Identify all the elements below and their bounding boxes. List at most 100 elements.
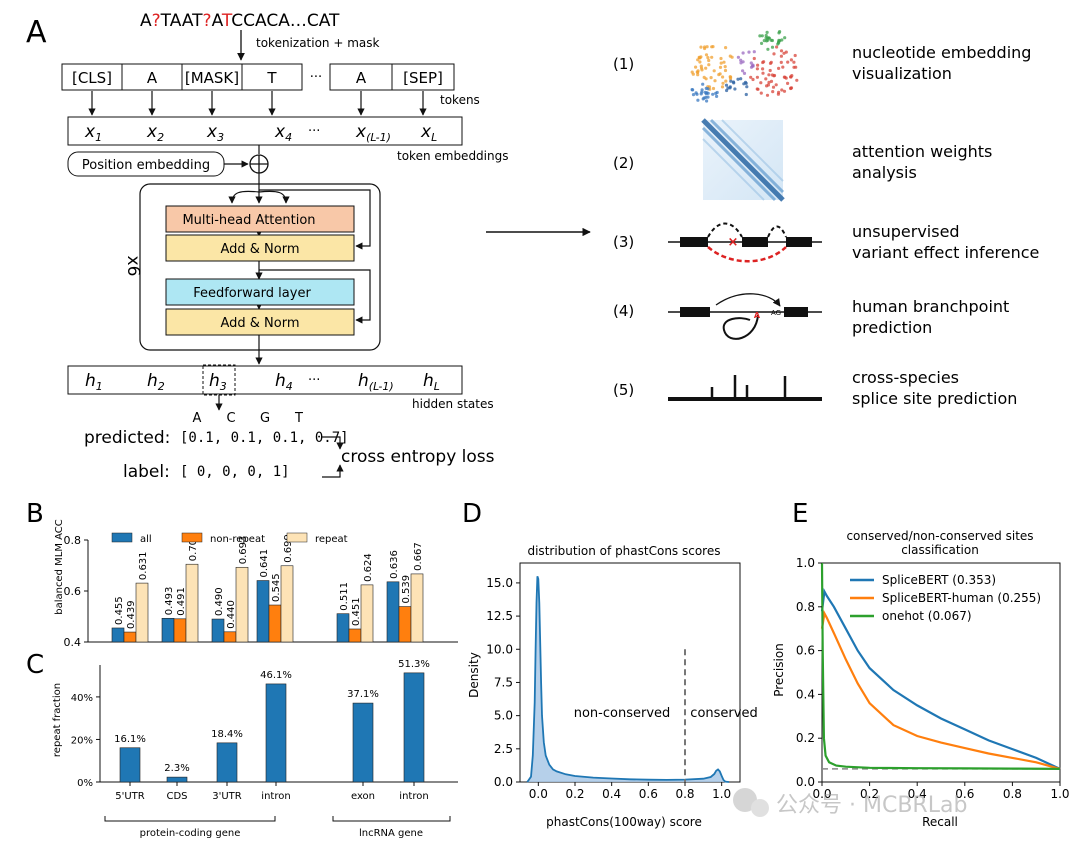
app-title: prediction [852, 318, 932, 337]
multi-head-attention-box [165, 205, 355, 233]
label-values: [ 0, 0, 0, 1] [180, 464, 290, 480]
attention-connections [228, 184, 371, 365]
embedding-point [728, 54, 732, 58]
d-density-area [527, 576, 729, 782]
chart-e: 0.00.00.20.20.40.40.60.60.80.81.01.0Spli… [796, 556, 1070, 801]
b-bar [336, 613, 350, 643]
chart-c: 0%20%40%16.1%5'UTR2.3%CDS18.4%3'UTR46.1%… [71, 659, 458, 802]
token-arrows [88, 91, 427, 116]
embedding-point [755, 75, 760, 79]
embedding-point [714, 91, 718, 95]
embedding-point [706, 95, 710, 99]
repeat-count: x6 [123, 256, 143, 277]
embedding-point [704, 66, 708, 70]
embedding-point [795, 78, 799, 82]
d-annotation: conserved [690, 706, 757, 721]
app-title: cross-species [852, 368, 959, 387]
b-bar [410, 573, 424, 643]
e-xtick-label: 0.4 [908, 787, 927, 801]
b-value-label: 0.636 [389, 550, 400, 579]
embedding-point [786, 60, 790, 64]
d-ytick-label: 15.0 [486, 576, 513, 590]
d-annotation: non-conserved [574, 706, 671, 721]
embedding-point [756, 87, 760, 91]
c-ytick-label: 0% [77, 778, 93, 789]
app-title: unsupervised [852, 222, 960, 241]
b-ytick-label: 0.6 [64, 585, 82, 598]
b-bar [123, 631, 137, 643]
token-row: [CLS] A [MASK] T ··· A [SEP] [61, 63, 455, 91]
embedding-point [715, 94, 719, 98]
embedding-text: ··· [308, 124, 320, 139]
e-ytick-label: 0.0 [796, 775, 815, 789]
embedding-point [782, 51, 786, 55]
embedding-point [764, 77, 768, 81]
b-value-label: 0.439 [126, 600, 137, 629]
c-xtick-label: CDS [166, 791, 187, 802]
b-bar [173, 618, 187, 643]
embedding-point [789, 75, 793, 79]
e-ytick-label: 0.8 [796, 600, 815, 614]
embedding-point [707, 58, 711, 63]
embedding-point [777, 40, 781, 44]
embedding-point [721, 75, 725, 79]
embedding-point [768, 68, 772, 73]
predicted-label: predicted: [84, 428, 170, 448]
embedding-point [744, 92, 748, 97]
token-text: ··· [310, 70, 322, 85]
attention-heatmap-icon [701, 118, 785, 202]
embedding-point [758, 34, 762, 38]
embedding-point [769, 60, 773, 64]
embedding-point [770, 73, 775, 77]
app-title: nucleotide embedding [852, 43, 1031, 62]
hidden-text: h3 [209, 371, 227, 393]
c-xtick-label: intron [261, 791, 290, 802]
embedding-point [783, 36, 787, 40]
add-norm-box [165, 308, 355, 336]
add-norm-label: Add & Norm [220, 242, 299, 257]
token-box [241, 63, 303, 91]
embedding-point [752, 50, 756, 54]
embeddings-box [67, 116, 463, 146]
b-value-label: 0.490 [214, 587, 225, 616]
embedding-point [696, 98, 700, 102]
tokens-label: tokens [440, 93, 480, 107]
embedding-point [741, 51, 745, 55]
embedding-text: xL [420, 122, 437, 144]
b-value-label: 0.631 [138, 551, 149, 580]
embedding-point [781, 65, 785, 69]
embedding-point [705, 99, 709, 103]
embedding-point [704, 77, 708, 81]
embedding-point [702, 96, 706, 100]
b-legend-swatch [286, 532, 308, 543]
c-xtick-label: intron [399, 791, 428, 802]
token-text: A [356, 69, 367, 87]
embedding-point [756, 63, 760, 67]
app-title: attention weights [852, 142, 992, 161]
embedding-point [690, 70, 694, 74]
embedding-point [751, 64, 755, 68]
b-value-label: 0.641 [259, 549, 270, 578]
b-legend-label: repeat [315, 534, 348, 545]
embedding-point [779, 54, 784, 58]
embedding-point [695, 92, 699, 96]
b-legend-label: all [140, 534, 152, 545]
c-value-label: 16.1% [114, 734, 146, 745]
embedding-point [789, 58, 794, 62]
c-value-label: 37.1% [347, 689, 379, 700]
panel-label-c: C [26, 650, 44, 680]
wechat-icon [733, 788, 757, 812]
e-xtick-label: 0.8 [1003, 787, 1022, 801]
predicted-values: [0.1, 0.1, 0.1, 0.7] [180, 430, 349, 446]
embedding-point [723, 68, 728, 73]
acceptor-label: AG [771, 309, 781, 317]
e-ytick-label: 0.6 [796, 644, 815, 658]
add-norm-box [165, 234, 355, 262]
watermark-text: 公众号 · MCBRLab [776, 793, 967, 818]
wechat-icon-small [751, 799, 769, 817]
embedding-point [741, 60, 745, 64]
splice-site-peaks-icon [668, 375, 822, 401]
b-value-label: 0.511 [339, 582, 350, 611]
b-value-label: 0.699 [283, 534, 294, 563]
